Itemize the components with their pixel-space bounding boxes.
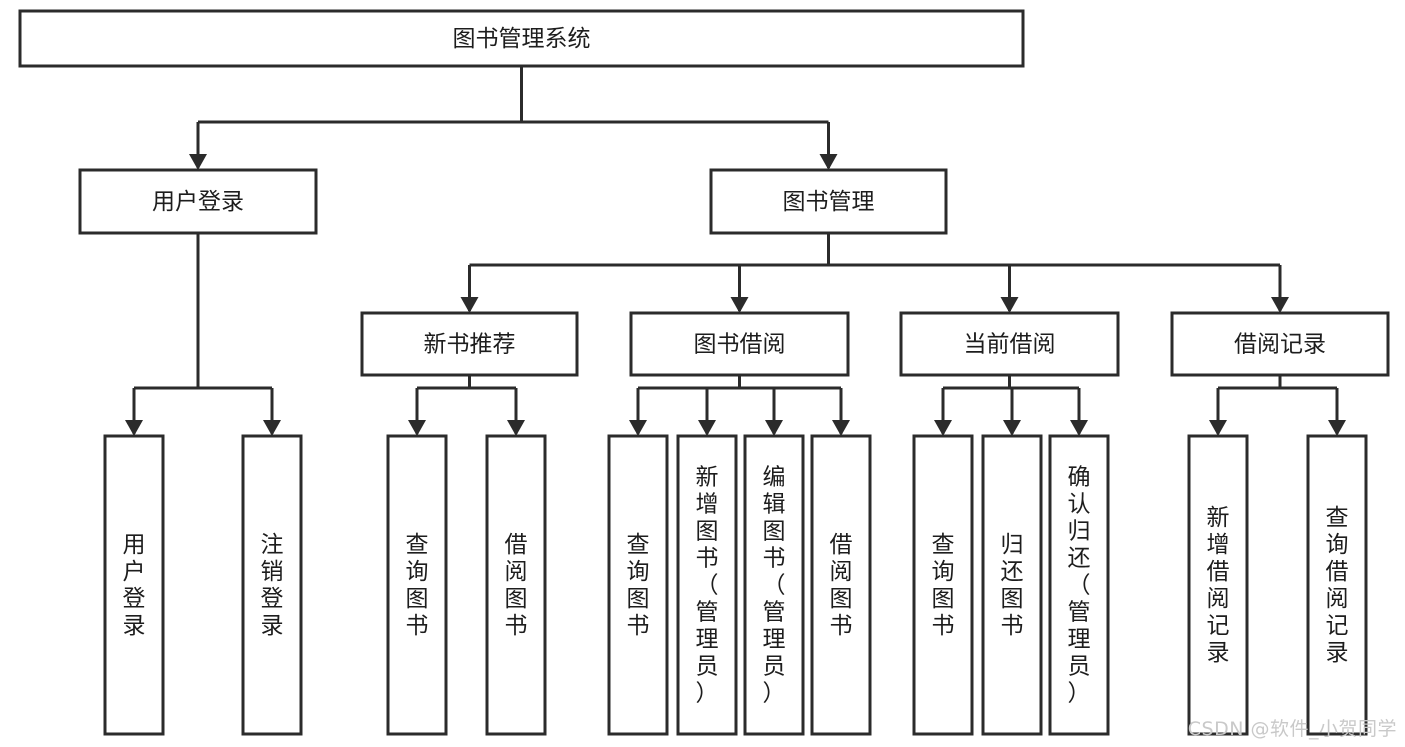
node-leaf-borrow-4[interactable]: 借阅图书 — [810, 434, 872, 736]
arrow-head-icon — [698, 420, 716, 436]
node-box — [103, 434, 165, 736]
node-label: 查询借阅记录 — [1326, 505, 1349, 666]
arrow-head-icon — [125, 420, 143, 436]
arrow-head-icon — [263, 420, 281, 436]
arrow-head-icon — [629, 420, 647, 436]
node-label: 当前借阅 — [964, 332, 1056, 358]
arrow-head-icon — [730, 297, 749, 313]
node-box — [241, 434, 303, 736]
node-box — [676, 434, 738, 736]
arrow-head-icon — [189, 154, 207, 170]
edge-group-root — [189, 66, 838, 170]
node-box — [709, 168, 948, 235]
node-label: 编辑图书（管理员） — [763, 465, 786, 707]
node-box — [981, 434, 1043, 736]
edge-group-newbook — [408, 375, 525, 436]
node-box — [485, 434, 547, 736]
arrow-head-icon — [408, 420, 426, 436]
node-leaf-records-2[interactable]: 查询借阅记录 — [1306, 434, 1368, 736]
node-box — [1306, 434, 1368, 736]
edge-group-borrow — [629, 375, 850, 436]
node-label: 查询图书 — [627, 532, 650, 639]
node-label: 查询图书 — [406, 532, 429, 639]
edge-layer — [125, 66, 1346, 436]
node-label: 新增借阅记录 — [1207, 505, 1230, 666]
node-leaf-current-3[interactable]: 确认归还（管理员） — [1048, 434, 1110, 736]
node-label: 确认归还（管理员） — [1068, 465, 1091, 707]
node-label: 用户登录 — [152, 189, 244, 215]
node-box — [1048, 434, 1110, 736]
arrow-head-icon — [765, 420, 783, 436]
node-borrow[interactable]: 图书借阅 — [629, 311, 850, 377]
node-label: 借阅图书 — [830, 532, 853, 639]
node-label: 图书借阅 — [694, 332, 786, 358]
node-leaf-current-2[interactable]: 归还图书 — [981, 434, 1043, 736]
node-label: 查询图书 — [932, 532, 955, 639]
arrow-head-icon — [1271, 297, 1289, 313]
node-root[interactable]: 图书管理系统 — [18, 9, 1025, 68]
arrow-head-icon — [1003, 420, 1021, 436]
arrow-head-icon — [1328, 420, 1346, 436]
node-label: 归还图书 — [1001, 532, 1024, 639]
watermark-label: CSDN @软件_小贺同学 — [1187, 718, 1397, 740]
node-label: 用户登录 — [123, 532, 146, 639]
edge-group-login — [125, 233, 281, 436]
node-leaf-current-1[interactable]: 查询图书 — [912, 434, 974, 736]
node-leaf-borrow-3[interactable]: 编辑图书（管理员） — [743, 434, 805, 736]
node-box — [899, 311, 1120, 377]
node-box — [1170, 311, 1390, 377]
arrow-head-icon — [507, 420, 525, 436]
node-leaf-borrow-1[interactable]: 查询图书 — [607, 434, 669, 736]
node-current[interactable]: 当前借阅 — [899, 311, 1120, 377]
node-login[interactable]: 用户登录 — [78, 168, 318, 235]
edge-group-bookmgmt — [460, 233, 1289, 313]
edge-group-current — [934, 375, 1088, 436]
node-label: 注销登录 — [261, 532, 284, 639]
node-label: 新增图书（管理员） — [696, 465, 719, 707]
node-box — [1187, 434, 1249, 736]
node-label: 新书推荐 — [424, 332, 516, 358]
node-box — [78, 168, 318, 235]
node-leaf-login-2[interactable]: 注销登录 — [241, 434, 303, 736]
arrow-head-icon — [819, 154, 838, 170]
node-leaf-new-1[interactable]: 查询图书 — [386, 434, 448, 736]
arrow-head-icon — [934, 420, 952, 436]
node-label: 借阅图书 — [505, 532, 528, 639]
node-leaf-borrow-2[interactable]: 新增图书（管理员） — [676, 434, 738, 736]
node-box — [607, 434, 669, 736]
node-leaf-new-2[interactable]: 借阅图书 — [485, 434, 547, 736]
node-box — [386, 434, 448, 736]
node-leaf-login-1[interactable]: 用户登录 — [103, 434, 165, 736]
node-label: 图书管理系统 — [453, 26, 591, 52]
node-box — [18, 9, 1025, 68]
node-bookmgmt[interactable]: 图书管理 — [709, 168, 948, 235]
arrow-head-icon — [1070, 420, 1088, 436]
arrow-head-icon — [1209, 420, 1227, 436]
edge-group-records — [1209, 375, 1346, 436]
arrow-head-icon — [1000, 297, 1019, 313]
node-layer: 图书管理系统用户登录图书管理新书推荐图书借阅当前借阅借阅记录用户登录注销登录查询… — [18, 9, 1390, 736]
arrow-head-icon — [460, 297, 479, 313]
node-label: 图书管理 — [783, 189, 875, 215]
node-newbook[interactable]: 新书推荐 — [360, 311, 579, 377]
node-box — [629, 311, 850, 377]
node-records[interactable]: 借阅记录 — [1170, 311, 1390, 377]
node-leaf-records-1[interactable]: 新增借阅记录 — [1187, 434, 1249, 736]
node-label: 借阅记录 — [1234, 332, 1326, 358]
node-box — [360, 311, 579, 377]
arrow-head-icon — [832, 420, 850, 436]
node-box — [810, 434, 872, 736]
node-box — [743, 434, 805, 736]
node-box — [912, 434, 974, 736]
